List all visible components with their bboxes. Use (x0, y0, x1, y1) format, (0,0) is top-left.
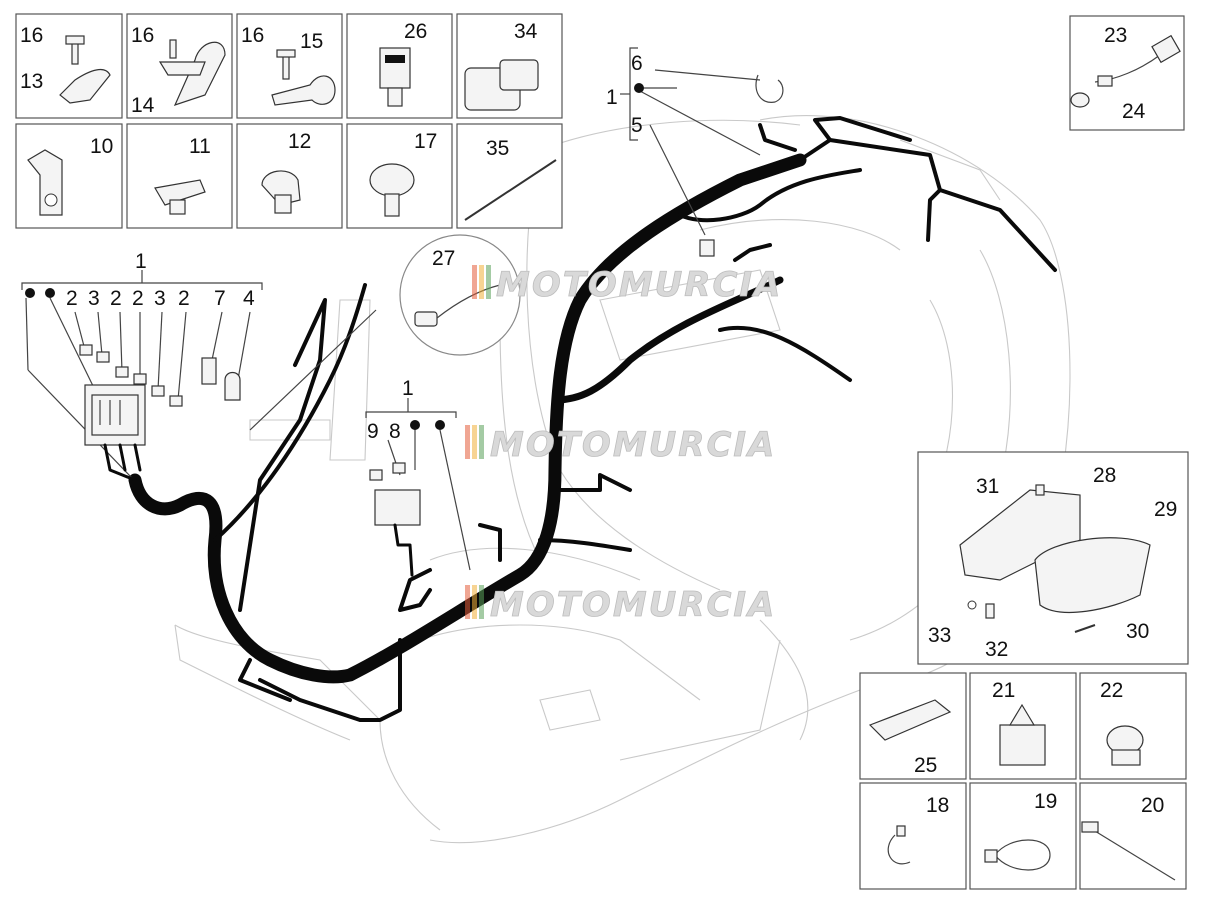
bullet-marker (435, 420, 445, 430)
label-20: 20 (1141, 794, 1164, 817)
label-15: 15 (300, 30, 323, 53)
label-13: 13 (20, 70, 43, 93)
part-box-28 (917, 451, 1189, 665)
fuse-box-main (79, 344, 241, 482)
clip-6 (755, 74, 784, 103)
part-box-35 (456, 123, 563, 229)
label-8: 8 (389, 420, 401, 443)
watermark: MOTOMURCIA MOTOMURCIA MOTOMURCIA (465, 265, 782, 625)
scooter-body-outline (174, 115, 1071, 844)
label-26: 26 (404, 20, 427, 43)
label-16: 16 (241, 24, 264, 47)
leader-lines (25, 69, 1156, 641)
part-box-11 (126, 123, 233, 229)
label-10: 10 (90, 135, 113, 158)
label-27: 27 (432, 247, 455, 270)
label-1: 1 (402, 377, 414, 400)
label-35: 35 (486, 137, 509, 160)
bullet-marker (634, 83, 644, 93)
label-2: 2 (66, 287, 78, 310)
label-24: 24 (1122, 100, 1146, 123)
part-box-14 (126, 13, 233, 119)
fuse-box-secondary (369, 462, 421, 577)
label-34: 34 (514, 20, 538, 43)
label-1: 1 (135, 250, 147, 273)
label-23: 23 (1104, 24, 1127, 47)
label-11: 11 (189, 135, 211, 158)
label-2: 2 (178, 287, 190, 310)
label-33: 33 (928, 624, 951, 647)
label-22: 22 (1100, 679, 1123, 702)
bullet-marker (25, 288, 35, 298)
label-30: 30 (1126, 620, 1149, 643)
part-box-22 (1079, 672, 1187, 780)
label-5: 5 (631, 114, 643, 137)
bullet-marker (410, 420, 420, 430)
label-28: 28 (1093, 464, 1116, 487)
part-box-23 (1069, 15, 1185, 131)
part-box-10 (15, 123, 123, 229)
bullet-marker (45, 288, 55, 298)
bracket-group-mid (365, 398, 457, 430)
label-9: 9 (367, 420, 379, 443)
label-2: 2 (132, 287, 144, 310)
svg-text:MOTOMURCIA: MOTOMURCIA (490, 585, 776, 625)
label-16: 16 (20, 24, 43, 47)
part-box-26 (346, 13, 453, 119)
part-box-21 (969, 672, 1077, 780)
connector-5 (699, 239, 715, 257)
part-box-18 (859, 782, 967, 890)
svg-text:MOTOMURCIA: MOTOMURCIA (496, 265, 782, 305)
label-29: 29 (1154, 498, 1177, 521)
bracket-group-top (620, 47, 644, 141)
label-25: 25 (914, 754, 937, 777)
part-box-20 (1079, 782, 1187, 890)
label-4: 4 (243, 287, 255, 310)
bracket-group-left (21, 270, 263, 298)
label-32: 32 (985, 638, 1008, 661)
part-box-25 (859, 672, 967, 780)
label-2: 2 (110, 287, 122, 310)
label-1: 1 (606, 86, 618, 109)
label-7: 7 (214, 287, 226, 310)
part-box-19 (969, 782, 1077, 890)
label-12: 12 (288, 130, 311, 153)
label-16: 16 (131, 24, 154, 47)
label-21: 21 (992, 679, 1015, 702)
label-17: 17 (414, 130, 437, 153)
part-box-13 (15, 13, 123, 119)
part-box-17 (346, 123, 453, 229)
label-31: 31 (976, 475, 999, 498)
label-6: 6 (631, 52, 643, 75)
part-box-12 (236, 123, 343, 229)
part-labels: 16 13 16 14 16 15 26 34 10 11 12 17 35 2… (20, 20, 1177, 817)
svg-text:MOTOMURCIA: MOTOMURCIA (490, 425, 776, 465)
label-3: 3 (88, 287, 100, 310)
part-box-34 (456, 13, 563, 119)
part-box-15 (236, 13, 343, 119)
label-19: 19 (1034, 790, 1057, 813)
label-14: 14 (131, 94, 155, 117)
main-wiring-harness (128, 116, 1057, 722)
label-3: 3 (154, 287, 166, 310)
label-18: 18 (926, 794, 949, 817)
